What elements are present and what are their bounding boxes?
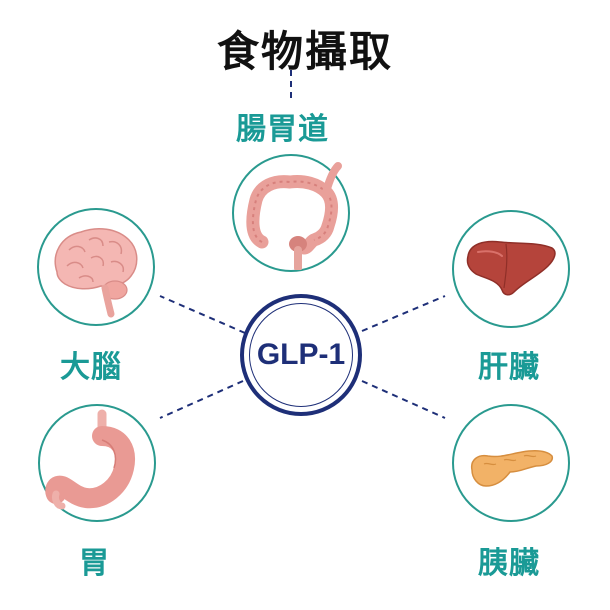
- pancreas-icon: [470, 450, 554, 487]
- glp1-hub: GLP-1: [240, 294, 362, 416]
- node-intestine: [232, 154, 350, 272]
- connector-hub-pancreas: [361, 380, 446, 419]
- label-liver: 肝臟: [478, 350, 540, 385]
- connector-hub-liver: [361, 295, 446, 332]
- label-intestine: 腸胃道: [236, 112, 329, 147]
- liver-icon: [466, 240, 556, 296]
- stomach-icon: [45, 409, 135, 510]
- label-pancreas: 胰臟: [478, 546, 540, 581]
- diagram-title: 食物攝取: [216, 27, 393, 76]
- node-liver: [452, 210, 570, 328]
- label-stomach: 胃: [79, 546, 110, 581]
- node-pancreas: [452, 404, 570, 522]
- brain-icon: [54, 227, 138, 318]
- intestine-icon: [246, 162, 342, 270]
- hub-label: GLP-1: [256, 338, 346, 371]
- node-brain: [37, 208, 155, 326]
- connector-hub-brain: [159, 295, 246, 334]
- node-stomach: [38, 404, 156, 522]
- connector-hub-stomach: [159, 380, 244, 419]
- label-brain: 大腦: [60, 350, 122, 385]
